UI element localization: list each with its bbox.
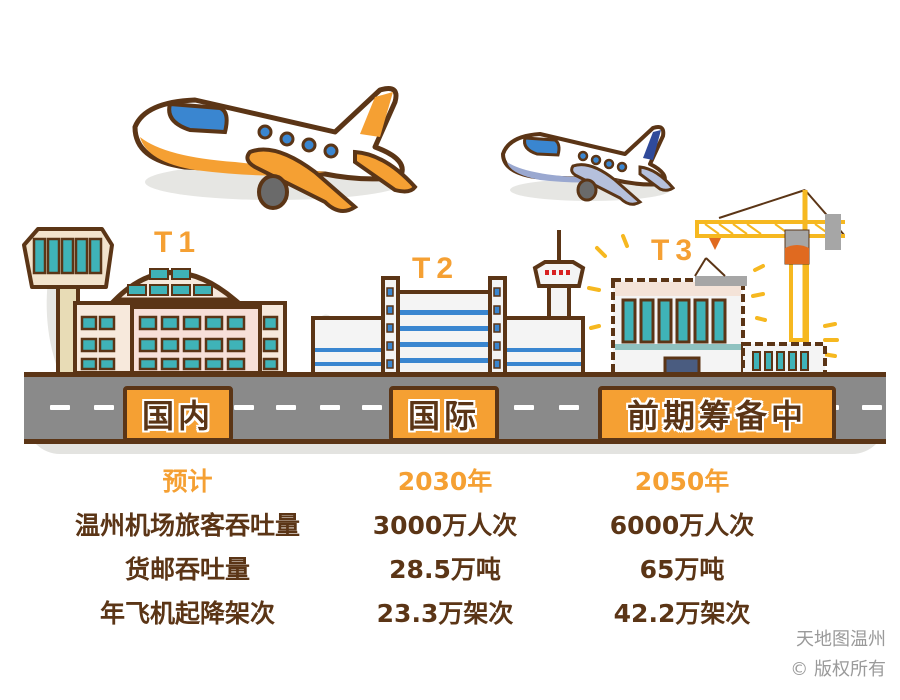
metric-column: 预计 温州机场旅客吞吐量 货邮吞吐量 年飞机起降架次 [30,460,345,636]
large-airplane-illustration [132,86,418,213]
terminal-t1-label: T1 [154,226,202,259]
value-2030-flights: 23.3万架次 [376,599,514,628]
sign-in-preparation: 前期筹备中 [598,386,836,442]
year-2030-column: 2030年 3000万人次 28.5万吨 23.3万架次 [350,460,540,636]
sign-in-preparation-label: 前期筹备中 [626,397,807,435]
credit-watermark: 天地图温州 © 版权所有 [790,625,886,685]
t3-terminal-under-construction-illustration [587,189,845,378]
metric-cargo: 货邮吞吐量 [124,555,250,584]
sign-international: 国际 [389,386,499,442]
header-2050: 2050年 [634,467,730,496]
value-2050-passenger: 6000万人次 [609,511,755,540]
metric-flights: 年飞机起降架次 [99,599,275,628]
value-2030-cargo: 28.5万吨 [389,555,501,584]
t1-terminal-building-illustration [22,227,287,375]
year-2050-column: 2050年 6000万人次 65万吨 42.2万架次 [587,460,777,636]
header-forecast: 预计 [162,467,213,496]
value-2050-cargo: 65万吨 [639,555,725,584]
header-2030: 2030年 [397,467,493,496]
sign-domestic-label: 国内 [141,397,214,435]
terminal-t2-label: T2 [412,252,460,285]
credit-source: 天地图温州 [796,629,886,650]
value-2030-passenger: 3000万人次 [372,511,518,540]
metric-passenger: 温州机场旅客吞吐量 [74,511,300,540]
sign-international-label: 国际 [407,397,480,435]
sign-domestic: 国内 [123,386,233,442]
small-airplane-illustration [501,125,675,206]
terminal-t3-label: T3 [651,234,699,267]
value-2050-flights: 42.2万架次 [613,599,751,628]
credit-copyright: © 版权所有 [790,659,886,680]
t2-terminal-building-illustration [311,230,586,376]
